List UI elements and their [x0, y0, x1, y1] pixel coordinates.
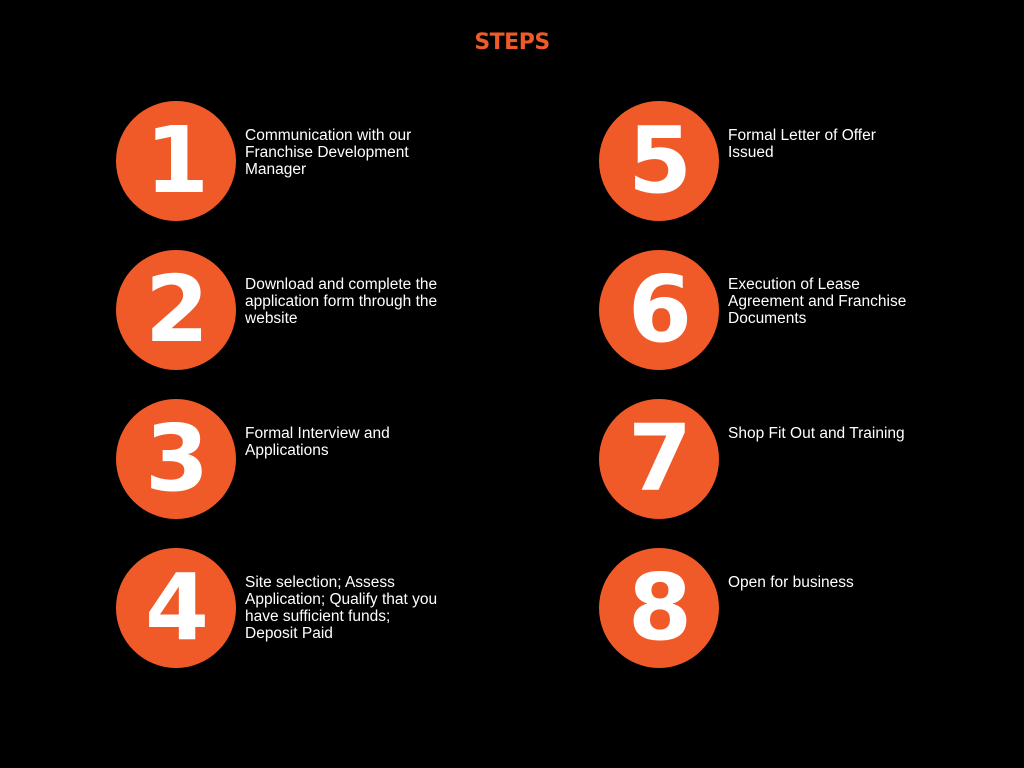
- step-number-badge: 1: [116, 101, 236, 221]
- step-number-badge: 7: [599, 399, 719, 519]
- step-2: 2 Download and complete the application …: [116, 250, 476, 372]
- step-number: 3: [144, 405, 209, 512]
- step-number-badge: 8: [599, 548, 719, 668]
- step-number: 6: [627, 256, 692, 363]
- step-description: Open for business: [728, 574, 854, 591]
- step-5: 5 Formal Letter of Offer Issued: [599, 101, 959, 223]
- step-description: Formal Interview and Applications: [245, 425, 390, 459]
- step-1: 1 Communication with our Franchise Devel…: [116, 101, 476, 223]
- step-description: Communication with our Franchise Develop…: [245, 127, 412, 178]
- step-description: Download and complete the application fo…: [245, 276, 438, 327]
- step-6: 6 Execution of Lease Agreement and Franc…: [599, 250, 959, 372]
- step-description: Shop Fit Out and Training: [728, 425, 905, 442]
- step-8: 8 Open for business: [599, 548, 959, 670]
- step-number-badge: 5: [599, 101, 719, 221]
- step-description: Site selection; Assess Application; Qual…: [245, 574, 438, 642]
- step-number: 4: [144, 554, 209, 661]
- step-description: Execution of Lease Agreement and Franchi…: [728, 276, 907, 327]
- step-number: 1: [144, 107, 209, 214]
- step-number-badge: 6: [599, 250, 719, 370]
- step-number-badge: 4: [116, 548, 236, 668]
- step-number: 8: [627, 554, 692, 661]
- step-number: 7: [627, 405, 692, 512]
- step-number-badge: 2: [116, 250, 236, 370]
- step-number: 5: [627, 107, 692, 214]
- step-3: 3 Formal Interview and Applications: [116, 399, 476, 521]
- step-number-badge: 3: [116, 399, 236, 519]
- step-4: 4 Site selection; Assess Application; Qu…: [116, 548, 476, 670]
- step-description: Formal Letter of Offer Issued: [728, 127, 876, 161]
- step-number: 2: [144, 256, 209, 363]
- page-title: STEPS: [474, 30, 550, 55]
- step-7: 7 Shop Fit Out and Training: [599, 399, 959, 521]
